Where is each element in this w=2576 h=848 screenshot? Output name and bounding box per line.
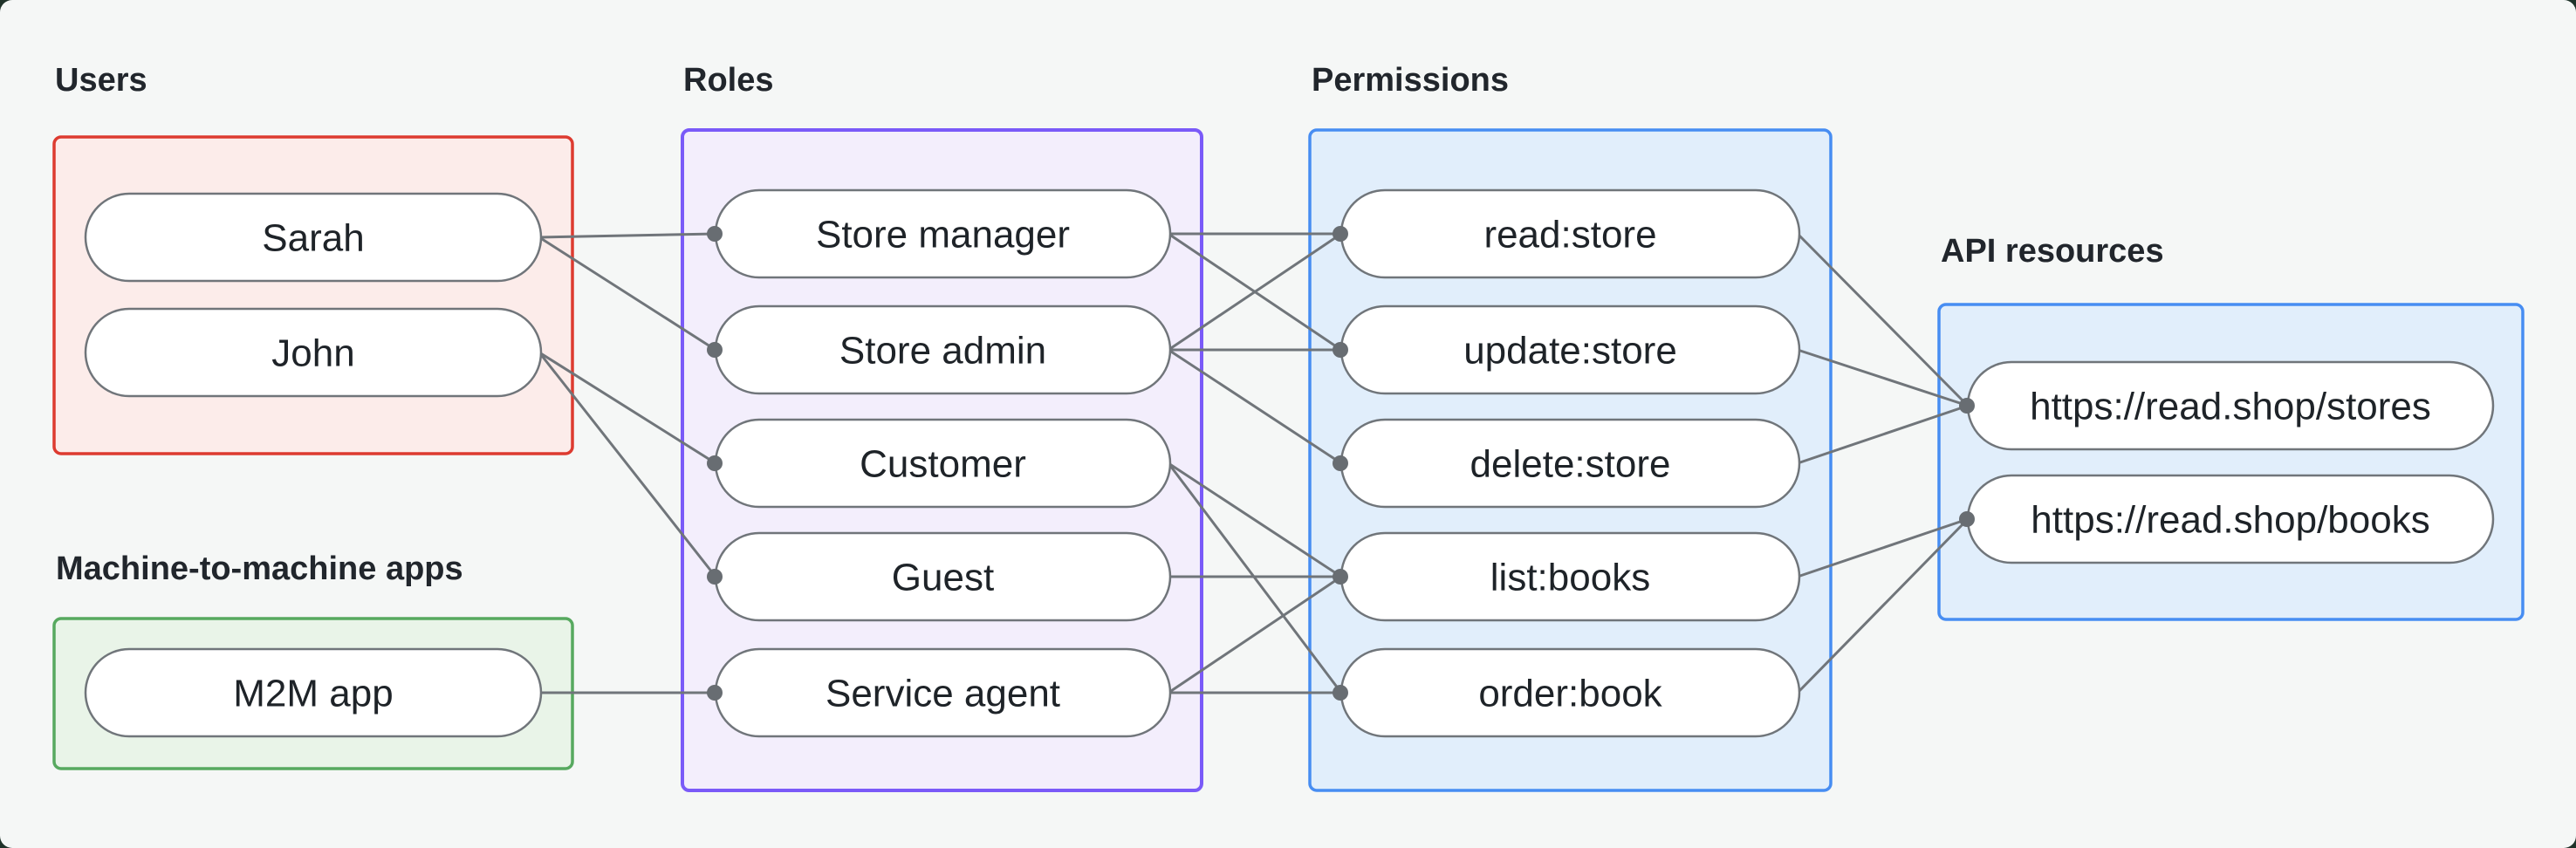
edge-john-to-guest — [538, 352, 717, 578]
edge-update-store-to-stores-api — [1797, 348, 1969, 407]
connection-dot-store-manager — [707, 226, 723, 242]
connection-dot-list-books — [1333, 569, 1348, 585]
connection-dot-guest — [707, 569, 723, 585]
node-label-m2m-app: M2M app — [233, 672, 393, 715]
node-label-stores-api: https://read.shop/stores — [2030, 385, 2431, 427]
node-label-delete-store: delete:store — [1470, 442, 1671, 485]
node-label-sarah: Sarah — [262, 216, 364, 259]
node-label-john: John — [271, 332, 354, 374]
group-label-m2m-apps: Machine-to-machine apps — [56, 551, 463, 587]
edge-sarah-to-store-admin — [538, 236, 716, 352]
edge-service-agent-to-list-books — [1168, 575, 1342, 694]
group-label-api-resources: API resources — [1941, 233, 2164, 270]
node-label-list-books: list:books — [1490, 556, 1650, 598]
edge-delete-store-to-stores-api — [1797, 404, 1969, 465]
edge-customer-to-list-books — [1168, 462, 1342, 578]
edge-list-books-to-books-api — [1797, 517, 1969, 578]
connection-dot-read-store — [1333, 226, 1348, 242]
connection-dot-service-agent — [707, 685, 723, 701]
edge-order-book-to-books-api — [1796, 517, 1970, 694]
node-john — [84, 307, 543, 398]
connection-dot-update-store — [1333, 342, 1348, 358]
group-label-users: Users — [55, 62, 147, 99]
connection-dot-books-api — [1959, 511, 1975, 527]
node-sarah — [84, 192, 543, 283]
connection-dot-order-book — [1333, 685, 1348, 701]
node-label-store-manager: Store manager — [816, 213, 1070, 256]
connection-dot-store-admin — [707, 342, 723, 358]
node-label-customer: Customer — [860, 442, 1026, 485]
group-label-roles: Roles — [683, 62, 773, 99]
connection-dot-delete-store — [1333, 455, 1348, 471]
edge-read-store-to-stores-api — [1796, 232, 1970, 407]
node-label-read-store: read:store — [1483, 213, 1656, 256]
node-label-guest: Guest — [892, 556, 994, 598]
connection-dot-stores-api — [1959, 398, 1975, 414]
node-label-service-agent: Service agent — [826, 672, 1060, 715]
node-m2m-app — [84, 647, 543, 738]
edge-sarah-to-store-manager — [538, 232, 716, 239]
node-label-order-book: order:book — [1478, 672, 1662, 715]
edge-store-admin-to-read-store — [1168, 232, 1342, 352]
node-label-store-admin: Store admin — [839, 329, 1046, 372]
group-label-permissions: Permissions — [1312, 62, 1509, 99]
group-box-users — [52, 135, 574, 455]
group-box-api-resources — [1937, 303, 2525, 621]
edge-store-admin-to-delete-store — [1168, 348, 1342, 465]
node-label-books-api: https://read.shop/books — [2031, 498, 2429, 541]
connection-dot-customer — [707, 455, 723, 471]
edge-john-to-customer — [538, 351, 716, 465]
node-label-update-store: update:store — [1463, 329, 1677, 372]
